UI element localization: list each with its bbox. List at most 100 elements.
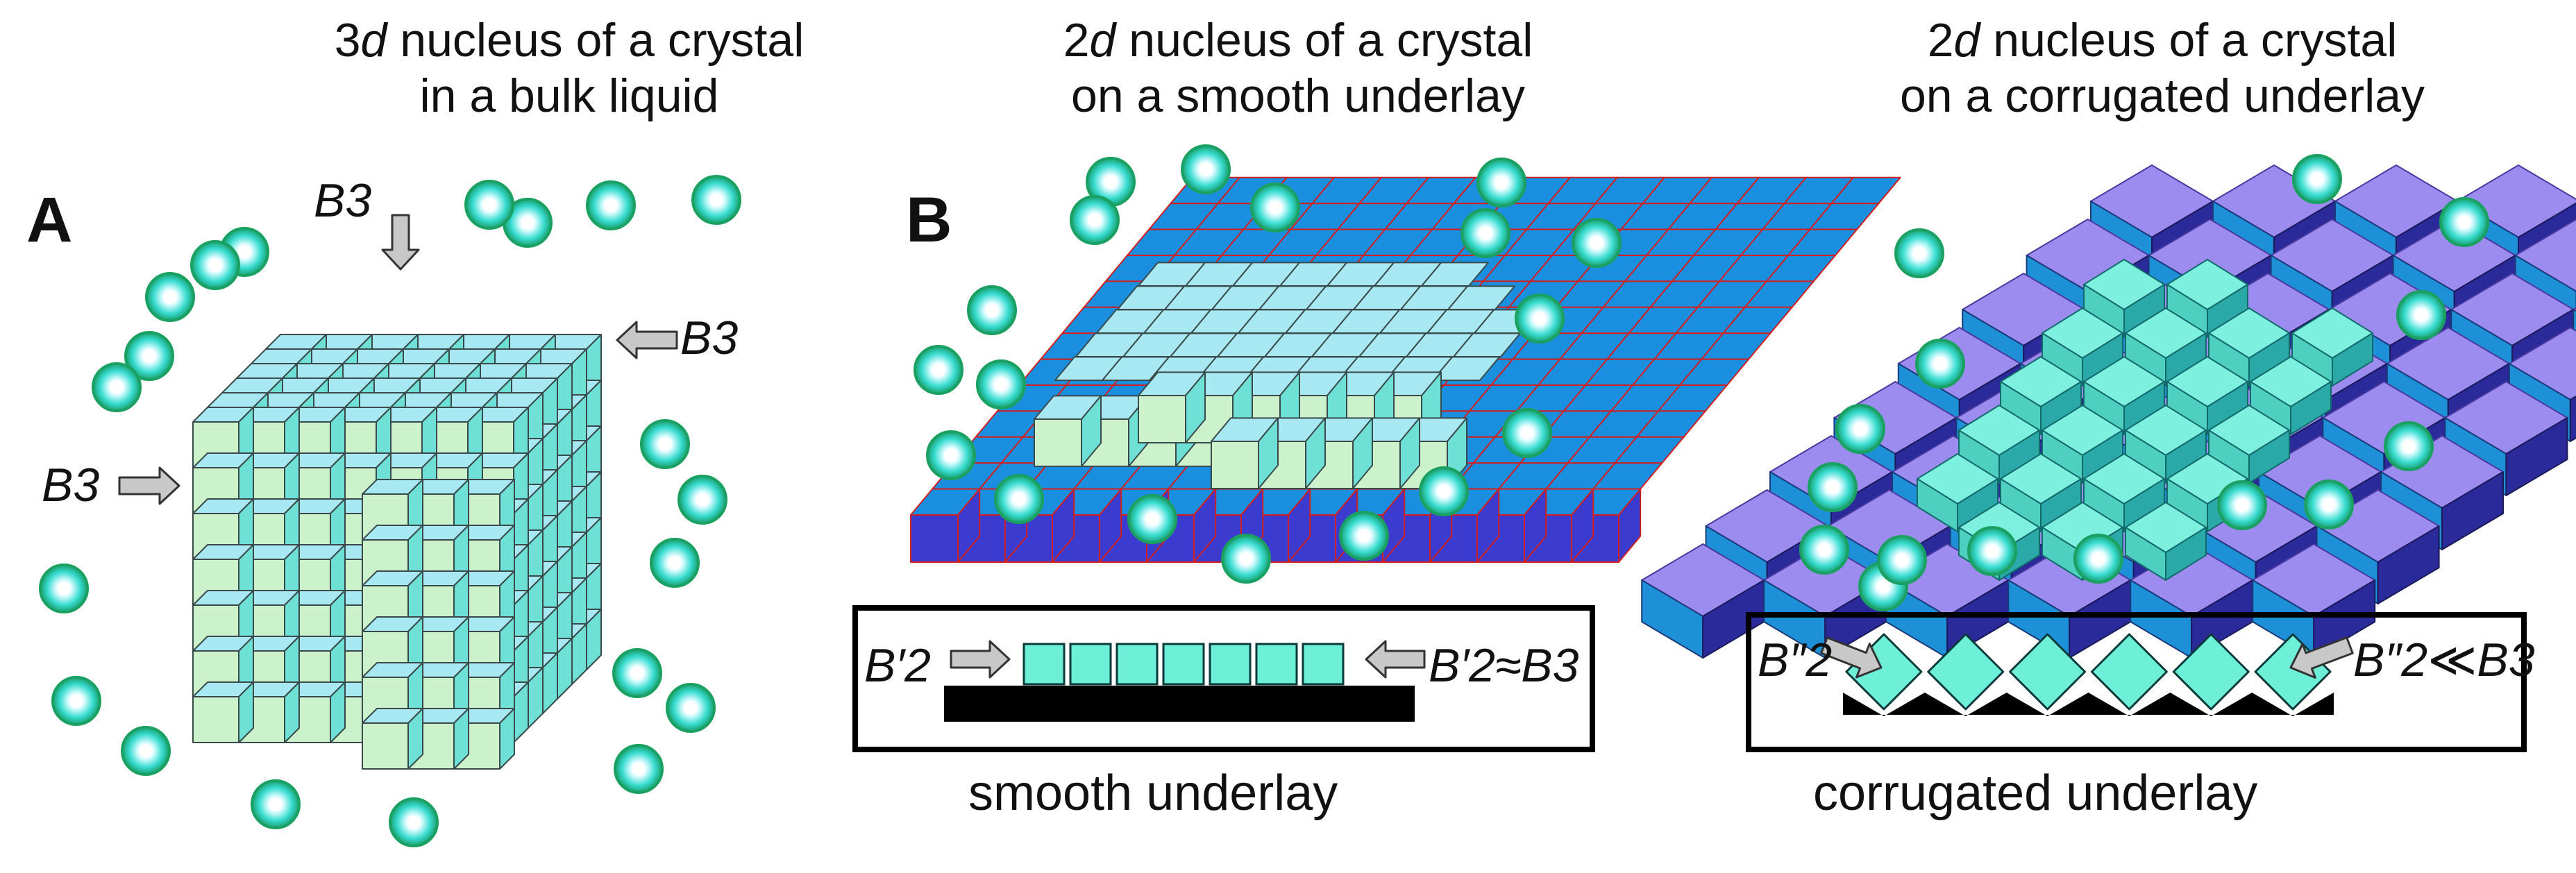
molecule-core	[237, 245, 251, 259]
molecule-core	[2310, 172, 2324, 186]
molecule-core	[1104, 175, 1118, 189]
molecules	[39, 144, 2489, 847]
nucleus-front-cell-front	[1211, 441, 1259, 489]
nucleus-right	[2165, 332, 2207, 387]
molecule-core	[1933, 357, 1947, 371]
nucleus-right	[2040, 478, 2082, 532]
inset-b-left-label: B′2	[864, 639, 931, 692]
molecule-core	[110, 380, 124, 394]
caption-smooth: smooth underlay	[968, 765, 1338, 821]
underlay-right	[2569, 395, 2576, 442]
inset-c-diamond	[2009, 633, 2087, 711]
inset-c-right-label: B″2≪B3	[2353, 634, 2535, 686]
inset-b-square	[1209, 643, 1252, 686]
molecule-core	[709, 193, 723, 207]
inset-c-diamond	[1927, 633, 2005, 711]
molecule-core	[604, 198, 618, 212]
molecule-core	[632, 762, 646, 776]
molecule-core	[1012, 492, 1026, 506]
inset-b-square	[1162, 643, 1205, 686]
barrier-label-right: B3	[680, 312, 739, 364]
nucleus-right	[1998, 430, 2040, 484]
arrow-icon	[616, 321, 678, 359]
molecule-core	[1817, 543, 1831, 557]
panel-b-title: 2d nucleus of a crystal on a smooth unde…	[1063, 14, 1533, 122]
nucleus-right	[2082, 332, 2123, 387]
molecule-core	[2457, 215, 2471, 229]
molecule-core	[1895, 553, 1909, 567]
molecule-core	[139, 744, 153, 758]
molecule-core	[1520, 426, 1534, 440]
step-cell-front	[362, 722, 409, 770]
inset-b-square	[1069, 643, 1112, 686]
molecule-core	[1239, 552, 1253, 566]
molecule-core	[994, 378, 1008, 391]
inset-b-square	[1022, 643, 1066, 686]
molecule-core	[163, 290, 177, 304]
barrier-label-top: B3	[314, 174, 372, 227]
molecule-core	[2322, 498, 2336, 511]
molecule-core	[1357, 529, 1371, 543]
nucleus-right	[2123, 284, 2165, 338]
molecule-core	[1199, 162, 1213, 176]
inset-b-square	[1116, 643, 1159, 686]
molecule-core	[944, 448, 958, 462]
molecule-core	[69, 694, 83, 708]
inset-b-right-label: B′2≈B3	[1429, 639, 1579, 692]
molecule-core	[985, 303, 999, 317]
panel-a-label: A	[26, 185, 73, 255]
nucleus-right	[2248, 332, 2290, 387]
inset-corrugated	[1746, 612, 2527, 752]
inset-c-diamond	[2090, 633, 2168, 711]
molecule-core	[2091, 552, 2105, 566]
molecule-core	[1533, 312, 1547, 325]
nucleus-front-cell-front	[1034, 418, 1082, 467]
nucleus-right	[1957, 478, 1998, 532]
nucleus-right	[2123, 478, 2165, 532]
arrow-icon	[950, 640, 1011, 679]
arrow-icon	[1820, 636, 1883, 679]
barrier-label-left: B3	[42, 459, 100, 511]
molecule-core	[696, 493, 709, 507]
arrows	[118, 214, 2354, 679]
arrow-icon	[2289, 636, 2354, 679]
panel-c-title: 2d nucleus of a crystal on a corrugated …	[1899, 14, 2425, 122]
molecule-core	[1590, 236, 1603, 250]
underlay-right	[2505, 417, 2568, 496]
nucleus-right	[2165, 527, 2207, 581]
nucleus-right	[2165, 430, 2207, 484]
inset-smooth	[852, 605, 1595, 752]
molecule-core	[1876, 579, 1890, 593]
nucleus-right	[2082, 430, 2123, 484]
inset-b-square	[1255, 643, 1298, 686]
nucleus-top	[1054, 356, 1122, 381]
molecule-core	[1495, 176, 1508, 189]
cell-front	[192, 696, 239, 743]
nucleus-right	[2332, 332, 2373, 387]
caption-corrugated: corrugated underlay	[1813, 765, 2258, 821]
molecule-core	[1985, 544, 1999, 558]
inset-c-diamond	[2172, 633, 2250, 711]
molecule-core	[1826, 480, 1840, 494]
molecule-core	[1479, 226, 1492, 240]
molecule-core	[668, 556, 682, 570]
molecule-core	[2402, 439, 2416, 453]
molecule-core	[1088, 213, 1102, 227]
molecule-core	[407, 815, 421, 829]
underlay-right	[2377, 525, 2440, 604]
molecule-core	[269, 797, 283, 811]
molecule-core	[932, 363, 945, 377]
nucleus-right	[2290, 381, 2332, 435]
panel-a-title: 3d nucleus of a crystal in a bulk liquid	[334, 14, 805, 122]
molecule-core	[1912, 246, 1926, 260]
molecule-core	[1853, 422, 1867, 436]
molecule-core	[57, 582, 71, 595]
molecule-core	[482, 198, 496, 212]
inset-b-square	[1302, 643, 1345, 686]
inset-b-underlay-bar	[944, 686, 1415, 722]
molecule-core	[1437, 484, 1451, 498]
arrow-icon	[118, 466, 180, 505]
nucleus-cell-front	[1138, 395, 1186, 443]
